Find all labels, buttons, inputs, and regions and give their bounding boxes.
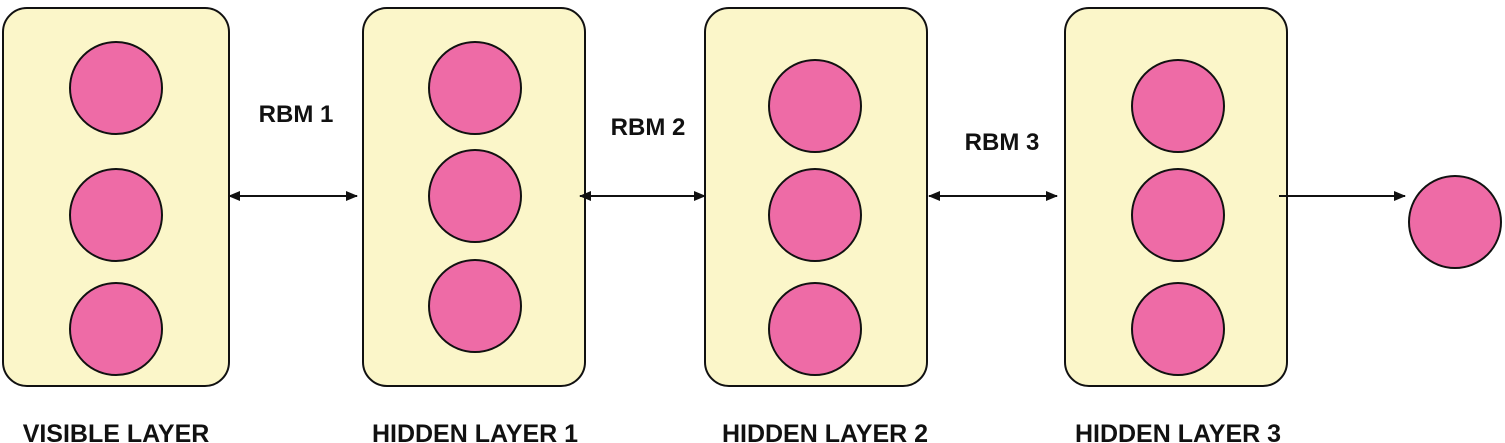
rbm-1-label: RBM 1: [259, 101, 334, 128]
output-neuron: [1408, 175, 1502, 269]
hidden-1-neuron-3: [428, 259, 522, 353]
hidden-2-neuron-1: [768, 59, 862, 153]
rbm-3-label: RBM 3: [965, 129, 1040, 156]
hidden-2-neuron-2: [768, 168, 862, 262]
hidden-3-neuron-3: [1131, 282, 1225, 376]
hidden-layer-1-label: HIDDEN LAYER 1: [372, 420, 578, 443]
visible-layer-label: VISIBLE LAYER: [23, 420, 210, 443]
visible-neuron-3: [69, 282, 163, 376]
rbm-2-label: RBM 2: [611, 114, 686, 141]
hidden-3-neuron-2: [1131, 168, 1225, 262]
visible-neuron-2: [69, 168, 163, 262]
hidden-layer-3-label: HIDDEN LAYER 3: [1075, 420, 1281, 443]
hidden-layer-2-label: HIDDEN LAYER 2: [722, 420, 928, 443]
hidden-2-neuron-3: [768, 282, 862, 376]
visible-neuron-1: [69, 41, 163, 135]
hidden-3-neuron-1: [1131, 59, 1225, 153]
hidden-1-neuron-2: [428, 149, 522, 243]
hidden-1-neuron-1: [428, 41, 522, 135]
